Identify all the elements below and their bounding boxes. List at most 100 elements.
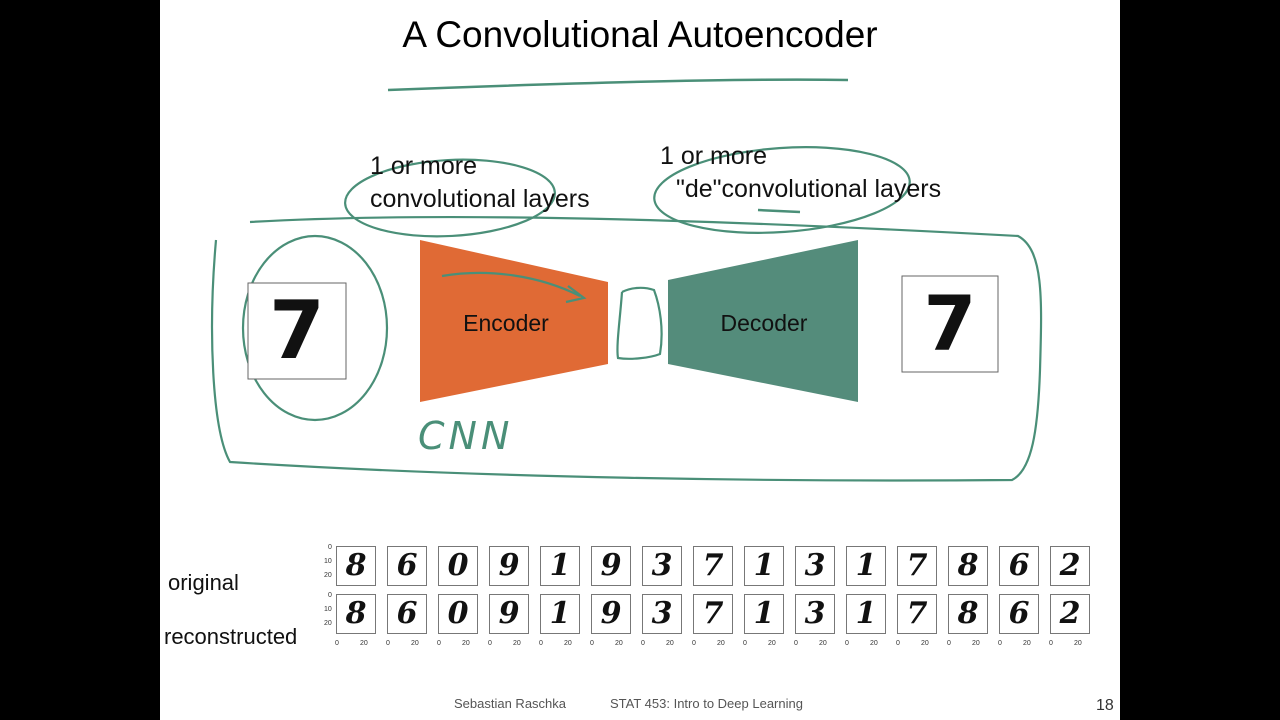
x-tick-label: 0	[437, 640, 441, 647]
x-tick-label: 0	[998, 640, 1002, 647]
reconstructed-digit-cell: 8	[948, 594, 988, 634]
y-tick-bot-20: 20	[324, 620, 332, 627]
reconstructed-digit: 1	[855, 596, 877, 631]
output-digit-image: 7	[923, 279, 977, 368]
encoder-caption-line2: convolutional layers	[370, 185, 590, 213]
x-tick-label: 20	[1023, 640, 1031, 647]
reconstructed-digit-cell: 0	[438, 594, 478, 634]
original-digit: 8	[957, 548, 979, 583]
x-tick-label: 0	[386, 640, 390, 647]
output-image-frame	[901, 275, 999, 373]
reconstructed-digit-cell: 6	[387, 594, 427, 634]
reconstructed-digit-cell: 1	[846, 594, 886, 634]
cnn-note: CNN	[418, 414, 514, 458]
footer-course: STAT 453: Intro to Deep Learning	[610, 696, 803, 711]
input-image-ellipse	[241, 234, 389, 422]
de-underline	[757, 208, 801, 214]
original-digit-cell: 8	[336, 546, 376, 586]
original-digit-cell: 1	[744, 546, 784, 586]
original-digit: 9	[600, 548, 622, 583]
y-tick-top-20: 20	[324, 572, 332, 579]
reconstructed-digit: 1	[753, 596, 775, 631]
reconstructed-digit: 9	[498, 596, 520, 631]
decoder-caption-line1: 1 or more	[660, 142, 767, 170]
y-tick-top-0: 0	[328, 544, 332, 551]
decoder-block	[668, 240, 858, 402]
original-digit-cell: 0	[438, 546, 478, 586]
y-tick-bot-0: 0	[328, 592, 332, 599]
reconstructed-digit: 8	[957, 596, 979, 631]
reconstructed-digit-cell: 2	[1050, 594, 1090, 634]
x-tick-label: 20	[717, 640, 725, 647]
reconstructed-digit-cell: 7	[897, 594, 937, 634]
encoder-label: Encoder	[463, 310, 549, 336]
x-tick-label: 20	[972, 640, 980, 647]
y-tick-bot-10: 10	[324, 606, 332, 613]
input-image-frame	[247, 282, 347, 380]
reconstructed-digit-cell: 8	[336, 594, 376, 634]
x-tick-label: 0	[488, 640, 492, 647]
reconstructed-digit-cell: 7	[693, 594, 733, 634]
original-digit-cell: 2	[1050, 546, 1090, 586]
x-tick-label: 20	[768, 640, 776, 647]
x-tick-label: 0	[794, 640, 798, 647]
x-tick-label: 20	[1074, 640, 1082, 647]
x-tick-label: 20	[666, 640, 674, 647]
original-digit-cell: 6	[999, 546, 1039, 586]
bottleneck-sketch	[616, 286, 663, 360]
encoder-arrow	[441, 271, 581, 297]
row-label-reconstructed: reconstructed	[164, 624, 298, 649]
x-tick-label: 20	[870, 640, 878, 647]
title-underline	[387, 78, 849, 92]
encoder-caption-line1: 1 or more	[370, 152, 477, 180]
original-digit: 8	[345, 548, 367, 583]
original-digit-cell: 3	[642, 546, 682, 586]
original-digit: 1	[753, 548, 775, 583]
reconstructed-digit: 7	[702, 596, 724, 631]
reconstructed-digit-cell: 9	[591, 594, 631, 634]
original-digit: 6	[1008, 548, 1030, 583]
reconstructed-digit: 6	[1008, 596, 1030, 631]
original-digit-cell: 6	[387, 546, 427, 586]
reconstructed-digit: 6	[396, 596, 418, 631]
original-digit: 9	[498, 548, 520, 583]
original-digit: 0	[447, 548, 469, 583]
x-tick-label: 20	[462, 640, 470, 647]
slide: A Convolutional Autoencoder 1 or more co…	[160, 0, 1120, 720]
reconstructed-digit-cell: 1	[744, 594, 784, 634]
reconstructed-digit: 8	[345, 596, 367, 631]
x-tick-label: 20	[564, 640, 572, 647]
x-tick-label: 0	[590, 640, 594, 647]
x-tick-label: 0	[641, 640, 645, 647]
slide-title: A Convolutional Autoencoder	[402, 14, 878, 55]
x-tick-label: 20	[411, 640, 419, 647]
x-tick-label: 20	[819, 640, 827, 647]
reconstructed-digit: 1	[549, 596, 571, 631]
reconstructed-digit-cell: 3	[795, 594, 835, 634]
cnn-boundary	[210, 215, 1043, 482]
x-tick-label: 0	[947, 640, 951, 647]
reconstructed-digit: 0	[447, 596, 469, 631]
x-tick-label: 20	[360, 640, 368, 647]
original-digit-cell: 8	[948, 546, 988, 586]
original-digit: 7	[702, 548, 724, 583]
row-label-original: original	[168, 570, 239, 595]
diagram-canvas	[210, 78, 1043, 482]
x-tick-label: 0	[845, 640, 849, 647]
original-digit-cell: 3	[795, 546, 835, 586]
original-digit-cell: 1	[540, 546, 580, 586]
original-digit-cell: 9	[489, 546, 529, 586]
reconstructed-digit: 9	[600, 596, 622, 631]
reconstructed-digit-cell: 9	[489, 594, 529, 634]
original-digit-cell: 1	[846, 546, 886, 586]
decoder-label: Decoder	[720, 310, 808, 336]
original-digit: 3	[804, 548, 826, 583]
x-tick-label: 20	[513, 640, 521, 647]
y-tick-top-10: 10	[324, 558, 332, 565]
original-digit-cell: 7	[693, 546, 733, 586]
x-tick-label: 0	[743, 640, 747, 647]
x-tick-label: 0	[539, 640, 543, 647]
x-tick-label: 0	[335, 640, 339, 647]
encoder-arrowhead	[565, 285, 587, 304]
decoder-caption-ellipse	[653, 146, 911, 234]
